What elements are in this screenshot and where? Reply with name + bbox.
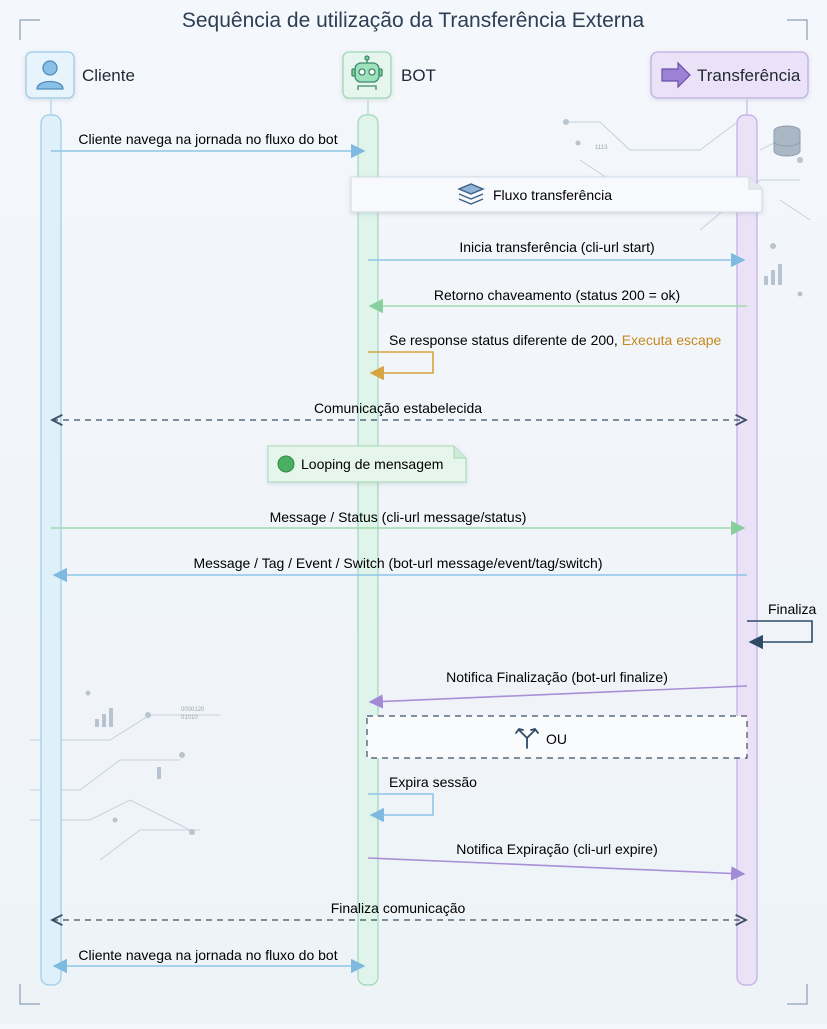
message-label-highlight: Executa escape xyxy=(622,332,722,348)
message-label: Retorno chaveamento (status 200 = ok) xyxy=(434,287,680,303)
participant-transferencia: Transferência xyxy=(650,51,809,99)
participant-label-transferencia: Transferência xyxy=(697,66,801,85)
message-label-part: Se response status diferente de 200, xyxy=(389,332,622,348)
bar-chart-decor-icon-2 xyxy=(95,708,161,779)
message-status: Message / Status (cli-url message/status… xyxy=(51,509,746,536)
message-notifica-finalizacao: Notifica Finalização (bot-url finalize) xyxy=(368,669,748,709)
message-retorno-chaveamento: Retorno chaveamento (status 200 = ok) xyxy=(368,287,747,314)
message-cliente-navega-1: Cliente navega na jornada no fluxo do bo… xyxy=(51,131,366,159)
message-label-escape: Se response status diferente de 200, Exe… xyxy=(389,332,722,348)
message-inicia-transferencia: Inicia transferência (cli-url start) xyxy=(368,239,746,268)
message-expira-sessao: Expira sessão xyxy=(368,774,477,823)
layers-icon xyxy=(457,183,485,205)
split-icon xyxy=(515,728,539,749)
message-label: Message / Status (cli-url message/status… xyxy=(270,509,527,525)
lifeline-cliente xyxy=(40,114,62,986)
note-label-looping: Looping de mensagem xyxy=(301,456,443,472)
message-cliente-navega-2: Cliente navega na jornada no fluxo do bo… xyxy=(52,947,366,974)
database-icon xyxy=(773,125,801,157)
message-label: Cliente navega na jornada no fluxo do bo… xyxy=(78,947,337,963)
message-label: Inicia transferência (cli-url start) xyxy=(459,239,654,255)
message-switch: Message / Tag / Event / Switch (bot-url … xyxy=(52,555,747,583)
message-label: Cliente navega na jornada no fluxo do bo… xyxy=(78,131,337,147)
participant-label-cliente: Cliente xyxy=(82,66,135,85)
message-label: Message / Tag / Event / Switch (bot-url … xyxy=(193,555,602,571)
participant-bot: BOT xyxy=(342,51,436,99)
message-notifica-expiracao: Notifica Expiração (cli-url expire) xyxy=(367,841,746,881)
note-fluxo-transferencia: Fluxo transferência xyxy=(350,176,763,213)
frame-corners xyxy=(19,19,808,1005)
user-icon xyxy=(36,60,64,90)
participant-label-bot: BOT xyxy=(401,66,436,85)
arrow-right-icon xyxy=(661,61,691,89)
message-label: Comunicação estabelecida xyxy=(314,400,482,416)
loop-status-icon xyxy=(277,455,295,473)
lifeline-bot xyxy=(357,114,379,986)
note-looping: Looping de mensagem xyxy=(267,445,467,483)
message-label: Notifica Finalização (bot-url finalize) xyxy=(446,669,668,685)
message-label: Finaliza xyxy=(768,601,816,617)
message-label: Notifica Expiração (cli-url expire) xyxy=(456,841,658,857)
message-finaliza: Finaliza xyxy=(747,601,816,650)
decor-code-1: 1113 xyxy=(595,145,608,151)
page-title: Sequência de utilização da Transferência… xyxy=(182,9,645,32)
robot-icon xyxy=(351,55,383,90)
alternative-or-box: OU xyxy=(366,715,748,759)
message-comunicacao-estabelecida: Comunicação estabelecida xyxy=(52,400,746,420)
note-label-ou: OU xyxy=(546,731,567,747)
decor-code-2: 0000120 xyxy=(181,707,205,713)
note-label-fluxo: Fluxo transferência xyxy=(493,187,612,203)
message-label: Expira sessão xyxy=(389,774,477,790)
bar-chart-decor-icon xyxy=(764,264,782,285)
message-finaliza-comunicacao: Finaliza comunicação xyxy=(52,900,746,920)
message-label: Finaliza comunicação xyxy=(331,900,466,916)
participant-cliente: Cliente xyxy=(25,51,135,99)
lifeline-transferencia xyxy=(736,114,758,986)
decor-code-3: 01010 xyxy=(181,715,198,721)
message-executa-escape: Se response status diferente de 200, Exe… xyxy=(368,332,722,381)
